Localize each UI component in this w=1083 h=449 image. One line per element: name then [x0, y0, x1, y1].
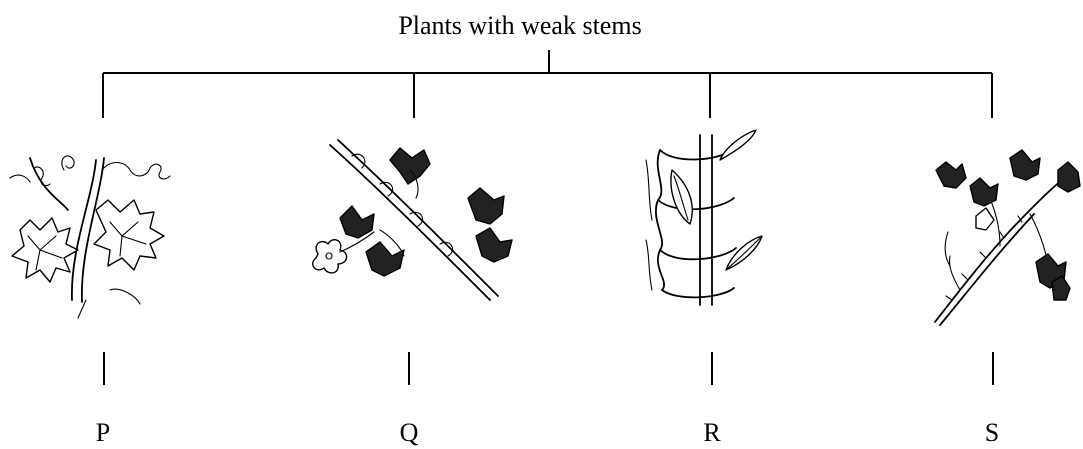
creeper-with-thorns-icon: [935, 150, 1080, 325]
twining-vine-with-flower-icon: [313, 140, 512, 300]
diagram-title: Plants with weak stems: [398, 11, 641, 40]
label-r: R: [703, 418, 721, 447]
tree-connectors: [103, 50, 992, 118]
stem-winding-around-support-icon: [646, 130, 762, 305]
label-ticks: [104, 352, 993, 385]
label-q: Q: [400, 418, 419, 447]
label-p: P: [96, 418, 110, 447]
label-s: S: [985, 418, 999, 447]
climbing-plant-with-tendrils-icon: [10, 156, 170, 318]
